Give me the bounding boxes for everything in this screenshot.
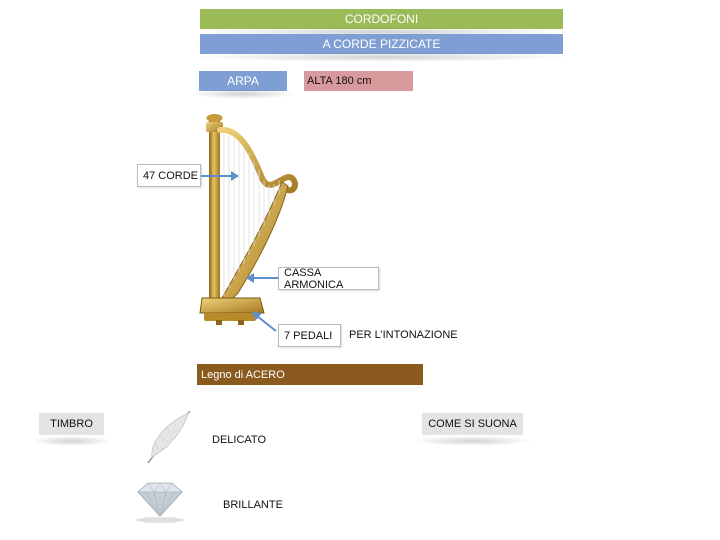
instrument-name: ARPA [227, 74, 259, 88]
pedals-note: PER L’INTONAZIONE [349, 329, 458, 341]
strings-label: 47 CORDE [137, 164, 201, 187]
subcategory-bar-shadow [190, 52, 573, 62]
feather-icon [140, 407, 198, 467]
instrument-height: ALTA 180 cm [307, 75, 371, 87]
pedals-label-text: 7 PEDALI [284, 330, 332, 342]
material-label: Legno di ACERO [201, 369, 285, 381]
diamond-icon [128, 480, 192, 524]
playing-tag-shadow [412, 436, 533, 446]
playing-tag: COME SI SUONA [422, 413, 523, 435]
strings-arrow [201, 168, 241, 184]
timbre-tag-text: TIMBRO [50, 418, 93, 430]
timbre-item-delicate: DELICATO [212, 434, 266, 446]
soundbox-label-text: CASSA ARMONICA [284, 267, 378, 291]
subcategory-label: A CORDE PIZZICATE [323, 37, 441, 51]
pedals-label: 7 PEDALI [278, 324, 341, 347]
instrument-name-tag: ARPA [199, 71, 287, 91]
material-bar: Legno di ACERO [197, 364, 423, 385]
strings-label-text: 47 CORDE [143, 170, 198, 182]
pedals-arrow [250, 310, 280, 334]
harp-image [160, 108, 310, 333]
category-label: CORDOFONI [345, 12, 418, 26]
instrument-name-shadow [190, 89, 296, 99]
category-bar: CORDOFONI [200, 9, 563, 29]
subcategory-bar: A CORDE PIZZICATE [200, 34, 563, 54]
soundbox-arrow [246, 270, 282, 286]
instrument-height-tag: ALTA 180 cm [304, 71, 413, 91]
timbre-tag: TIMBRO [39, 413, 104, 435]
timbre-tag-shadow [30, 436, 113, 446]
timbre-item-brilliant: BRILLANTE [223, 499, 283, 511]
soundbox-label: CASSA ARMONICA [278, 267, 379, 290]
playing-tag-text: COME SI SUONA [428, 418, 517, 430]
